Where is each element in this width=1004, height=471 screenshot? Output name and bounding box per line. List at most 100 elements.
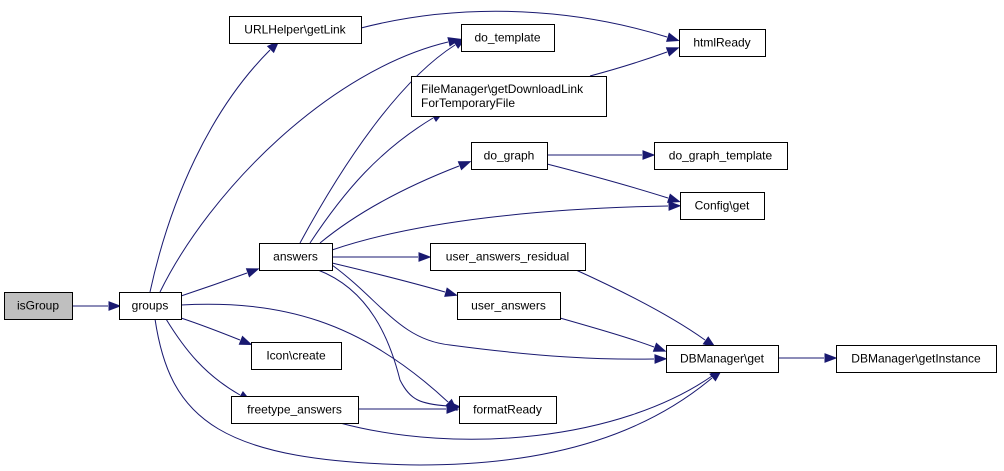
arrow-head bbox=[824, 353, 838, 363]
node-isGroup[interactable]: isGroup bbox=[4, 292, 73, 320]
node-box bbox=[430, 243, 586, 271]
edge-do_graph-to-do_graph_template bbox=[547, 150, 656, 160]
edge-DBManager_get-to-DBManager_getInstance bbox=[778, 353, 838, 363]
edge-answers-to-formatReady bbox=[317, 269, 462, 411]
edge-line bbox=[589, 51, 668, 77]
node-label: URLHelper\getLink bbox=[244, 23, 346, 37]
edge-line bbox=[159, 41, 449, 293]
edge-FileManager-to-htmlReady bbox=[589, 47, 680, 77]
node-user_answers[interactable]: user_answers bbox=[457, 292, 561, 320]
node-box bbox=[251, 342, 342, 370]
nodes-layer: isGroup groups URLHelper\getLink answersIco… bbox=[4, 16, 997, 424]
edge-line bbox=[299, 44, 456, 244]
arrow-head bbox=[654, 354, 668, 364]
node-label: formatReady bbox=[473, 403, 542, 417]
edge-isGroup-to-groups bbox=[72, 301, 122, 311]
node-do_template[interactable]: do_template bbox=[461, 24, 555, 52]
edge-line bbox=[180, 317, 241, 341]
edge-line bbox=[317, 269, 449, 407]
edge-groups-to-freetype_answers bbox=[165, 318, 252, 402]
edge-do_graph-to-Config_get bbox=[546, 163, 681, 203]
node-label: do_graph bbox=[484, 149, 535, 163]
edge-line bbox=[180, 303, 449, 403]
node-label: DBManager\getInstance bbox=[851, 352, 981, 366]
edge-line bbox=[331, 264, 655, 360]
node-do_graph_template[interactable]: do_graph_template bbox=[654, 142, 788, 170]
node-FileManager[interactable]: FileManager\getDownloadLinkForTemporaryF… bbox=[411, 76, 607, 117]
edge-line bbox=[331, 262, 446, 293]
arrow-head bbox=[666, 193, 681, 203]
node-box bbox=[4, 292, 73, 320]
edge-answers-to-DBManager_get bbox=[331, 264, 668, 364]
node-URLHelper_getLink[interactable]: URLHelper\getLink bbox=[229, 16, 362, 44]
node-label: answers bbox=[273, 250, 318, 264]
edge-answers-to-do_graph bbox=[319, 161, 472, 244]
edge-answers-to-user_answers_residual bbox=[332, 252, 432, 262]
node-answers[interactable]: answers bbox=[259, 243, 333, 271]
edge-line bbox=[319, 165, 460, 244]
node-DBManager_getInstance[interactable]: DBManager\getInstance bbox=[836, 345, 997, 373]
node-Config_get[interactable]: Config\get bbox=[680, 192, 765, 220]
edge-line bbox=[331, 205, 669, 251]
node-htmlReady[interactable]: htmlReady bbox=[679, 29, 766, 57]
node-box bbox=[836, 345, 997, 373]
edge-URLHelper_getLink-to-htmlReady bbox=[360, 10, 680, 42]
node-label: ForTemporaryFile bbox=[421, 96, 515, 110]
edge-answers-to-Config_get bbox=[331, 201, 682, 251]
node-label: do_graph_template bbox=[669, 149, 773, 163]
node-freetype_answers[interactable]: freetype_answers bbox=[231, 396, 359, 424]
edges-layer bbox=[72, 10, 838, 466]
edge-groups-to-Icon_create bbox=[180, 317, 253, 345]
arrow-head bbox=[444, 287, 458, 297]
node-box bbox=[231, 396, 359, 424]
node-DBManager_get[interactable]: DBManager\get bbox=[666, 345, 779, 373]
node-user_answers_residual[interactable]: user_answers_residual bbox=[430, 243, 586, 271]
node-label: groups bbox=[132, 299, 169, 313]
node-label: isGroup bbox=[17, 299, 59, 313]
node-formatReady[interactable]: formatReady bbox=[459, 396, 557, 424]
arrow-head bbox=[108, 301, 122, 311]
edge-line bbox=[360, 10, 668, 38]
node-box bbox=[229, 16, 362, 44]
edge-line bbox=[575, 269, 706, 341]
edge-line bbox=[180, 272, 248, 297]
edge-line bbox=[165, 318, 241, 396]
node-Icon_create[interactable]: Icon\create bbox=[251, 342, 342, 370]
node-label: FileManager\getDownloadLink bbox=[421, 82, 584, 96]
arrow-head bbox=[642, 150, 656, 160]
arrow-head bbox=[446, 404, 460, 414]
node-box bbox=[471, 142, 548, 170]
node-label: do_template bbox=[474, 31, 540, 45]
arrow-head bbox=[418, 252, 432, 262]
arrow-head bbox=[245, 268, 260, 278]
node-box bbox=[680, 192, 765, 220]
edge-freetype_answers-to-formatReady bbox=[358, 404, 460, 414]
edge-line bbox=[149, 49, 271, 293]
edge-answers-to-do_template bbox=[299, 37, 467, 244]
node-do_graph[interactable]: do_graph bbox=[471, 142, 548, 170]
node-box bbox=[459, 396, 557, 424]
arrow-head bbox=[666, 32, 680, 42]
edge-user_answers_residual-to-DBManager_get bbox=[575, 269, 716, 348]
node-label: user_answers bbox=[471, 299, 546, 313]
node-label: DBManager\get bbox=[680, 352, 765, 366]
edge-answers-to-user_answers bbox=[331, 262, 458, 297]
edge-answers-to-FileManager bbox=[309, 111, 445, 244]
arrow-head bbox=[457, 161, 472, 171]
node-box bbox=[119, 292, 182, 320]
edge-groups-to-answers bbox=[180, 268, 260, 297]
node-box bbox=[461, 24, 555, 52]
node-box bbox=[654, 142, 788, 170]
node-box bbox=[411, 76, 607, 117]
node-label: Config\get bbox=[695, 199, 750, 213]
node-label: user_answers_residual bbox=[446, 250, 569, 264]
edge-line bbox=[546, 163, 669, 199]
arrow-head bbox=[665, 47, 680, 57]
node-groups[interactable]: groups bbox=[119, 292, 182, 320]
edge-user_answers-to-DBManager_get bbox=[559, 317, 667, 352]
node-label: htmlReady bbox=[693, 36, 750, 50]
edge-line bbox=[309, 117, 434, 244]
node-label: Icon\create bbox=[266, 349, 326, 363]
node-box bbox=[259, 243, 333, 271]
